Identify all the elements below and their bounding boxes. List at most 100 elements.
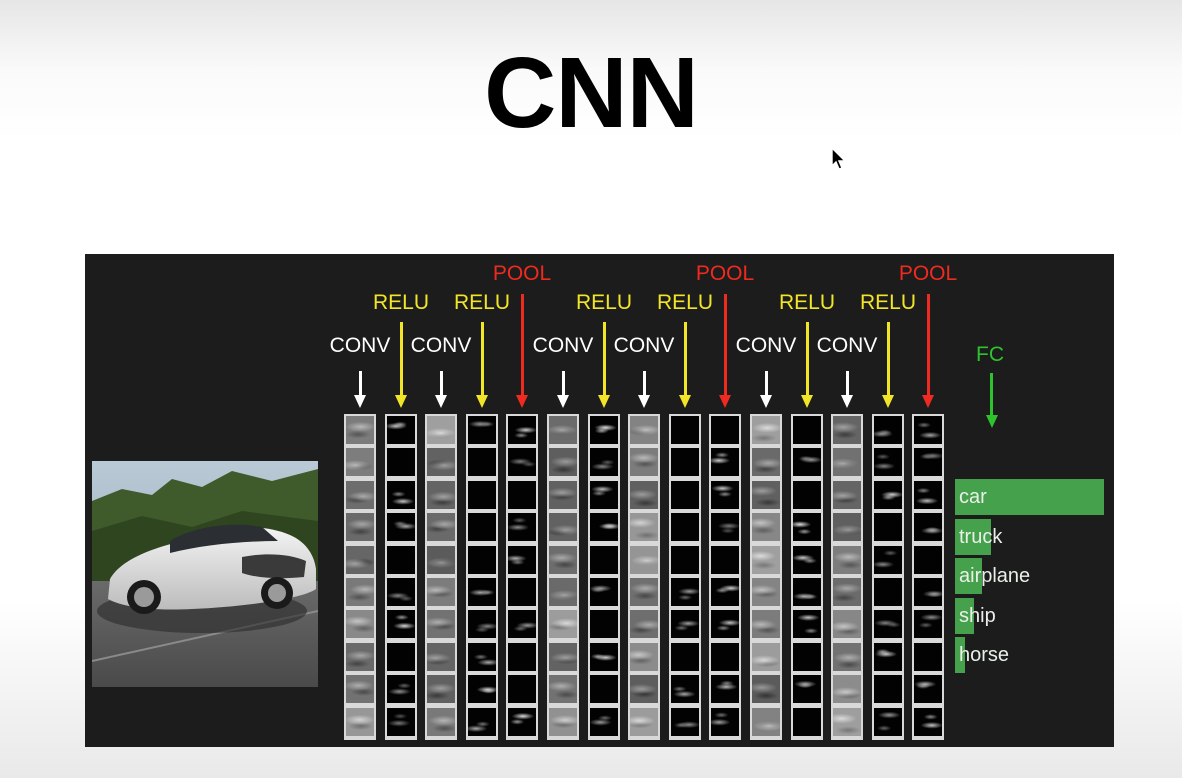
- feature-map-cell: [387, 610, 415, 639]
- feature-map-cell: [468, 448, 496, 477]
- feature-map-cell: [590, 578, 618, 606]
- feature-map-cell: [833, 642, 861, 671]
- feature-map-column: [709, 414, 741, 740]
- feature-map-cell: [427, 545, 455, 574]
- feature-map-cell: [671, 578, 699, 606]
- feature-map-cell: [630, 545, 658, 574]
- feature-map-cell: [711, 545, 739, 574]
- feature-map-cell: [508, 578, 536, 606]
- class-score-bar-car: [955, 479, 1104, 515]
- feature-map-cell: [752, 675, 780, 704]
- feature-map-cell: [590, 642, 618, 671]
- feature-map-cell: [630, 480, 658, 509]
- feature-map-column: [912, 414, 944, 740]
- layer-arrow-line: [886, 322, 890, 395]
- feature-map-cell: [752, 513, 780, 542]
- layer-arrow-head: [476, 395, 488, 408]
- feature-map-cell: [427, 416, 455, 444]
- layer-label-pool: POOL: [898, 262, 958, 285]
- feature-map-cell: [833, 707, 861, 736]
- feature-map-cell: [387, 513, 415, 542]
- layer-arrow-line: [805, 322, 809, 395]
- class-score-bar-airplane: [955, 558, 982, 594]
- feature-map-cell: [630, 578, 658, 606]
- feature-map-column: [506, 414, 538, 740]
- layer-label-conv: CONV: [735, 334, 797, 357]
- feature-map-cell: [874, 480, 902, 509]
- feature-map-cell: [590, 545, 618, 574]
- feature-map-column: [669, 414, 701, 740]
- feature-map-cell: [468, 578, 496, 606]
- feature-map-cell: [590, 416, 618, 444]
- feature-map-cell: [671, 448, 699, 477]
- layer-arrow-head: [841, 395, 853, 408]
- feature-map-cell: [711, 707, 739, 736]
- feature-map-cell: [387, 675, 415, 704]
- layer-arrow-line: [683, 322, 687, 395]
- fc-arrow-head: [986, 415, 998, 428]
- feature-map-cell: [630, 610, 658, 639]
- feature-map-column: [344, 414, 376, 740]
- feature-map-cell: [468, 545, 496, 574]
- layer-arrow-line: [480, 322, 484, 395]
- feature-map-cell: [630, 675, 658, 704]
- feature-map-cell: [549, 642, 577, 671]
- feature-map-cell: [671, 545, 699, 574]
- layer-arrow-line: [520, 294, 524, 395]
- feature-map-column: [425, 414, 457, 740]
- feature-map-cell: [711, 675, 739, 704]
- feature-map-cell: [549, 707, 577, 736]
- layer-label-pool: POOL: [695, 262, 755, 285]
- feature-map-cell: [508, 642, 536, 671]
- class-label-airplane: airplane: [959, 565, 1031, 587]
- feature-map-cell: [468, 513, 496, 542]
- feature-map-cell: [508, 480, 536, 509]
- layer-arrow-line: [358, 371, 362, 395]
- layer-arrow-line: [399, 322, 403, 395]
- feature-map-cell: [874, 610, 902, 639]
- feature-map-column: [385, 414, 417, 740]
- feature-map-cell: [793, 416, 821, 444]
- feature-map-cell: [711, 448, 739, 477]
- feature-map-column: [588, 414, 620, 740]
- feature-map-cell: [671, 675, 699, 704]
- layer-arrow-head: [354, 395, 366, 408]
- feature-map-cell: [468, 642, 496, 671]
- feature-map-cell: [590, 707, 618, 736]
- feature-map-column: [791, 414, 823, 740]
- feature-map-cell: [549, 513, 577, 542]
- feature-map-cell: [752, 480, 780, 509]
- feature-map-cell: [508, 610, 536, 639]
- layer-arrow-line: [845, 371, 849, 395]
- feature-map-cell: [508, 545, 536, 574]
- feature-map-cell: [427, 642, 455, 671]
- feature-map-cell: [793, 610, 821, 639]
- feature-map-cell: [874, 416, 902, 444]
- layer-arrow-line: [926, 294, 930, 395]
- feature-map-cell: [711, 416, 739, 444]
- feature-map-cell: [874, 545, 902, 574]
- feature-map-cell: [793, 578, 821, 606]
- layer-label-pool: POOL: [492, 262, 552, 285]
- feature-map-column: [831, 414, 863, 740]
- feature-map-cell: [630, 707, 658, 736]
- layer-label-relu: RELU: [372, 291, 430, 314]
- fc-label: FC: [976, 343, 1004, 366]
- class-label-horse: horse: [959, 644, 1010, 666]
- feature-map-cell: [752, 578, 780, 606]
- feature-map-cell: [833, 578, 861, 606]
- feature-map-cell: [874, 707, 902, 736]
- feature-map-column: [466, 414, 498, 740]
- layer-arrow-head: [679, 395, 691, 408]
- feature-map-cell: [427, 675, 455, 704]
- feature-map-cell: [914, 642, 942, 671]
- feature-map-cell: [427, 480, 455, 509]
- feature-map-cell: [630, 448, 658, 477]
- feature-map-cell: [468, 610, 496, 639]
- feature-map-cell: [590, 513, 618, 542]
- feature-map-cell: [387, 545, 415, 574]
- layer-label-conv: CONV: [410, 334, 472, 357]
- feature-map-cell: [752, 610, 780, 639]
- feature-map-cell: [346, 513, 374, 542]
- feature-map-cell: [590, 610, 618, 639]
